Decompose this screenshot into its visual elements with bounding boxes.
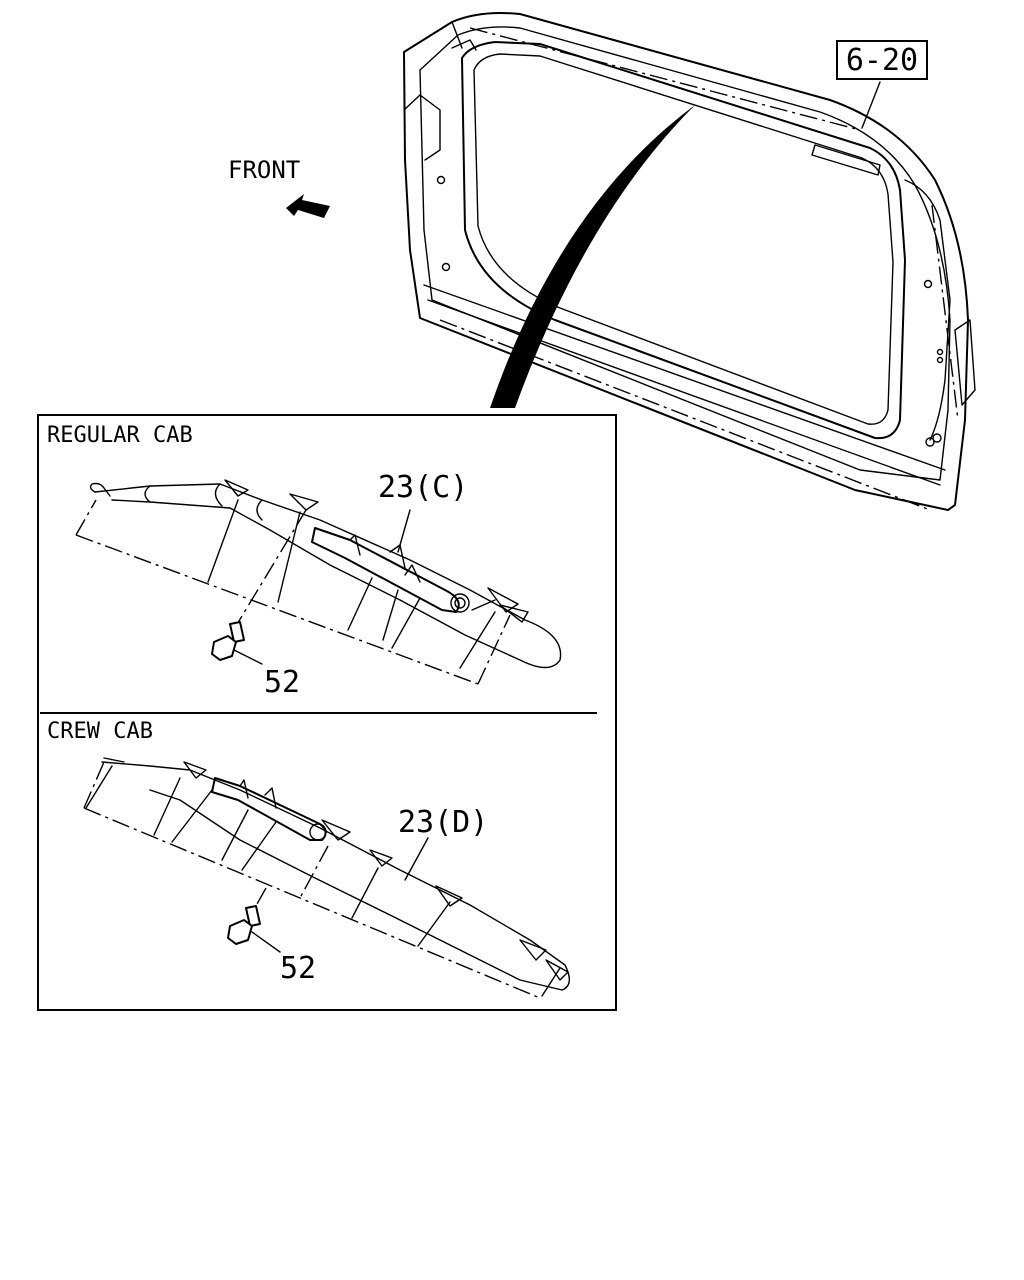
crew-bolt-icon	[227, 905, 261, 945]
crew-bolt-label: 52	[280, 951, 316, 986]
front-label: FRONT	[228, 156, 300, 184]
crew-cab-section: CREW CAB 23(D)	[47, 719, 570, 999]
crew-part-label: 23(D)	[398, 805, 488, 840]
callout-leader	[490, 105, 695, 408]
crew-cab-title: CREW CAB	[47, 719, 153, 744]
reference-box-label: 6-20	[846, 43, 918, 78]
regular-bolt-label: 52	[264, 665, 300, 700]
regular-part-label: 23(C)	[378, 470, 468, 505]
regular-bolt-icon	[211, 621, 245, 661]
reference-box: 6-20	[836, 40, 928, 129]
front-arrow-icon	[286, 194, 330, 218]
regular-cab-title: REGULAR CAB	[47, 423, 193, 448]
regular-cab-section: REGULAR CAB 23(C)	[47, 423, 562, 700]
front-indicator: FRONT	[228, 156, 330, 218]
